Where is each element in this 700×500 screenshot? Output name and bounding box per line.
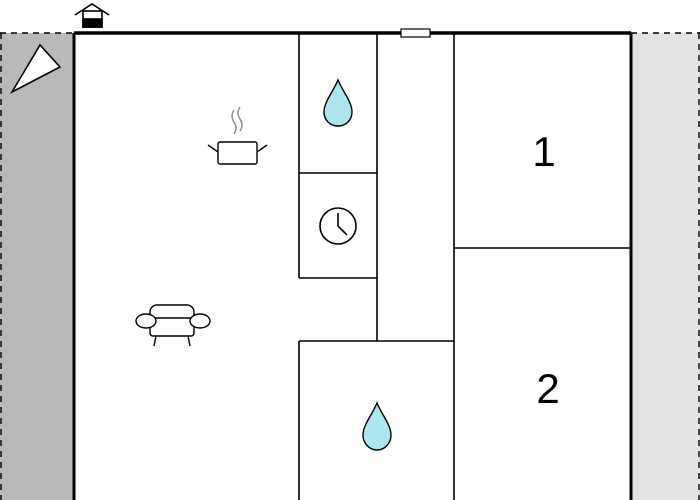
bedroom-1-label: 1 (532, 128, 555, 175)
property-boundary (0, 32, 700, 500)
outdoor-area-left (0, 33, 74, 500)
outdoor-area-right (631, 33, 700, 500)
clock-icon (319, 207, 357, 245)
water-drop-icon (323, 78, 353, 127)
interior-walls (298, 33, 631, 500)
bedroom-2-label: 2 (536, 365, 559, 412)
entrance-icon (74, 3, 110, 28)
cooking-pot-icon (207, 106, 268, 165)
water-drop-icon (362, 401, 392, 451)
sofa-icon (135, 304, 211, 347)
exterior-walls (72, 31, 633, 500)
window-icon (400, 28, 431, 38)
north-arrow-icon (9, 43, 62, 95)
